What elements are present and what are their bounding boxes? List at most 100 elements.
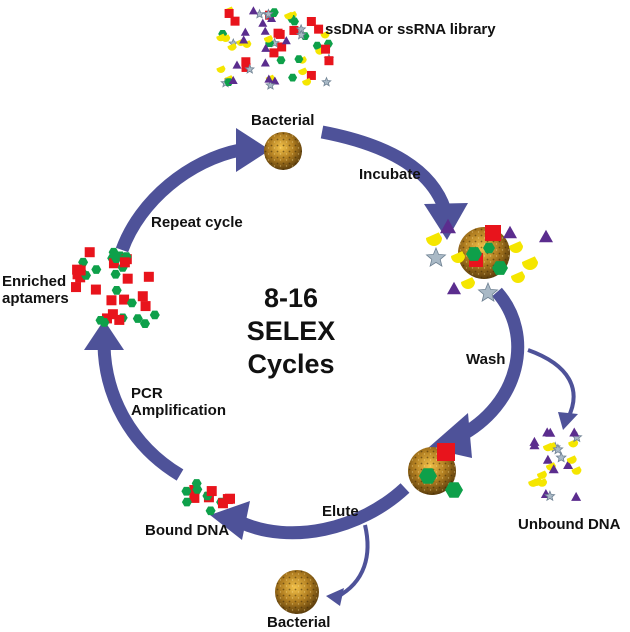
unbound-molecules [528, 427, 583, 502]
green-hexagon-molecule [111, 286, 122, 295]
green-hexagon-molecule [95, 316, 106, 325]
purple-triangle-molecule [542, 454, 553, 464]
star-molecule [425, 246, 447, 267]
red-square-molecule [75, 265, 86, 276]
yellow-drop-molecule [566, 455, 577, 464]
yellow-drop-molecule [461, 277, 475, 289]
unbound-dna-label: Unbound DNA [518, 516, 621, 533]
yellow-drop-molecule [426, 232, 442, 246]
yellow-drop-molecule [298, 67, 308, 76]
pcr-line-2: Amplification [131, 402, 227, 420]
yellow-drop-molecule [509, 241, 523, 253]
green-hexagon-molecule [140, 319, 150, 328]
star-molecule [263, 8, 274, 19]
yellow-drop-molecule [227, 43, 237, 51]
bacterial-bottom-label: Bacterial [267, 614, 331, 631]
red-square-molecule [189, 492, 200, 503]
purple-triangle-molecule [232, 60, 242, 69]
purple-triangle-molecule [267, 13, 277, 23]
red-square-molecule [437, 443, 455, 461]
red-square-molecule [106, 295, 117, 306]
center-line-2: SELEX [246, 316, 336, 346]
red-square-molecule [273, 28, 283, 38]
purple-triangle-molecule [548, 464, 559, 474]
red-square-molecule [306, 16, 316, 26]
green-hexagon-molecule [276, 56, 286, 65]
purple-triangle-molecule [571, 491, 582, 501]
yellow-drop-molecule [522, 256, 538, 270]
star-molecule [544, 490, 556, 502]
red-square-molecule [71, 282, 82, 293]
red-square-molecule [306, 70, 316, 80]
star-molecule [265, 79, 276, 90]
incubate-arrowhead [424, 203, 468, 240]
red-square-molecule [114, 314, 125, 325]
side-arrows [336, 348, 576, 599]
red-square-molecule [241, 57, 251, 67]
yellow-drop-molecule [571, 466, 582, 475]
enriched-line-2: aptamers [2, 290, 69, 308]
yellow-drop-molecule [568, 438, 579, 448]
green-hexagon-molecule [269, 9, 279, 17]
wash-arrow [454, 287, 525, 443]
red-square-molecule [90, 284, 101, 295]
purple-triangle-molecule [258, 18, 268, 27]
green-hexagon-molecule [181, 486, 192, 496]
bound-dna-molecules [181, 479, 236, 516]
yellow-drop-molecule [531, 477, 542, 486]
repeat-arrow [115, 143, 242, 253]
purple-triangle-molecule [503, 225, 517, 239]
side-arrowheads [326, 412, 578, 606]
star-molecule [477, 281, 499, 302]
pcr-arrowhead [84, 320, 124, 350]
red-square-molecule [224, 8, 234, 18]
unbound-arrowhead [558, 412, 578, 430]
green-hexagon-molecule [466, 247, 482, 261]
yellow-drop-molecule [536, 470, 547, 479]
elute-label: Elute [322, 503, 359, 520]
repeat-arrowhead [236, 128, 270, 172]
yellow-drop-molecule [320, 30, 330, 39]
red-square-molecule [289, 25, 299, 35]
selex-cycles-label: 8-16 SELEX Cycles [191, 282, 391, 381]
green-hexagon-molecule [181, 497, 192, 507]
purple-triangle-molecule [264, 74, 274, 83]
elute-arrow [237, 483, 410, 540]
red-square-molecule [108, 258, 119, 269]
green-hexagon-molecule [492, 261, 508, 275]
red-square-molecule [137, 291, 148, 302]
purple-triangle-molecule [261, 43, 271, 52]
green-hexagon-molecule [126, 298, 137, 308]
purple-triangle-molecule [239, 35, 249, 44]
green-hexagon-molecule [288, 73, 298, 82]
red-square-molecule [140, 301, 151, 312]
green-hexagon-molecule [108, 247, 119, 257]
yellow-drop-molecule [221, 34, 231, 43]
green-hexagon-molecule [149, 310, 160, 320]
purple-triangle-molecule [529, 440, 540, 450]
green-hexagon-molecule [110, 269, 121, 279]
yellow-drop-molecule [542, 442, 553, 452]
star-molecule [552, 443, 564, 455]
wash-label: Wash [466, 351, 506, 368]
yellow-drop-molecule [216, 65, 226, 74]
pcr-arrow [97, 344, 184, 481]
purple-triangle-molecule [563, 459, 574, 469]
purple-triangle-molecule [447, 281, 461, 295]
purple-triangle-molecule [569, 427, 580, 437]
center-line-1: 8-16 [263, 283, 319, 313]
red-square-molecule [485, 225, 501, 241]
red-square-molecule [143, 271, 154, 282]
cycle-arrows [97, 125, 525, 540]
green-hexagon-molecule [192, 485, 203, 494]
green-hexagon-molecule [290, 17, 299, 26]
cycle-arrowheads [84, 128, 472, 540]
washed-molecules [419, 443, 463, 498]
purple-triangle-molecule [228, 75, 238, 84]
enriched-aptamer-molecules [71, 247, 160, 328]
purple-triangle-molecule [260, 58, 270, 67]
bacterial-cell-bottom [275, 570, 319, 614]
green-hexagon-molecule [294, 55, 304, 63]
star-molecule [244, 63, 255, 74]
